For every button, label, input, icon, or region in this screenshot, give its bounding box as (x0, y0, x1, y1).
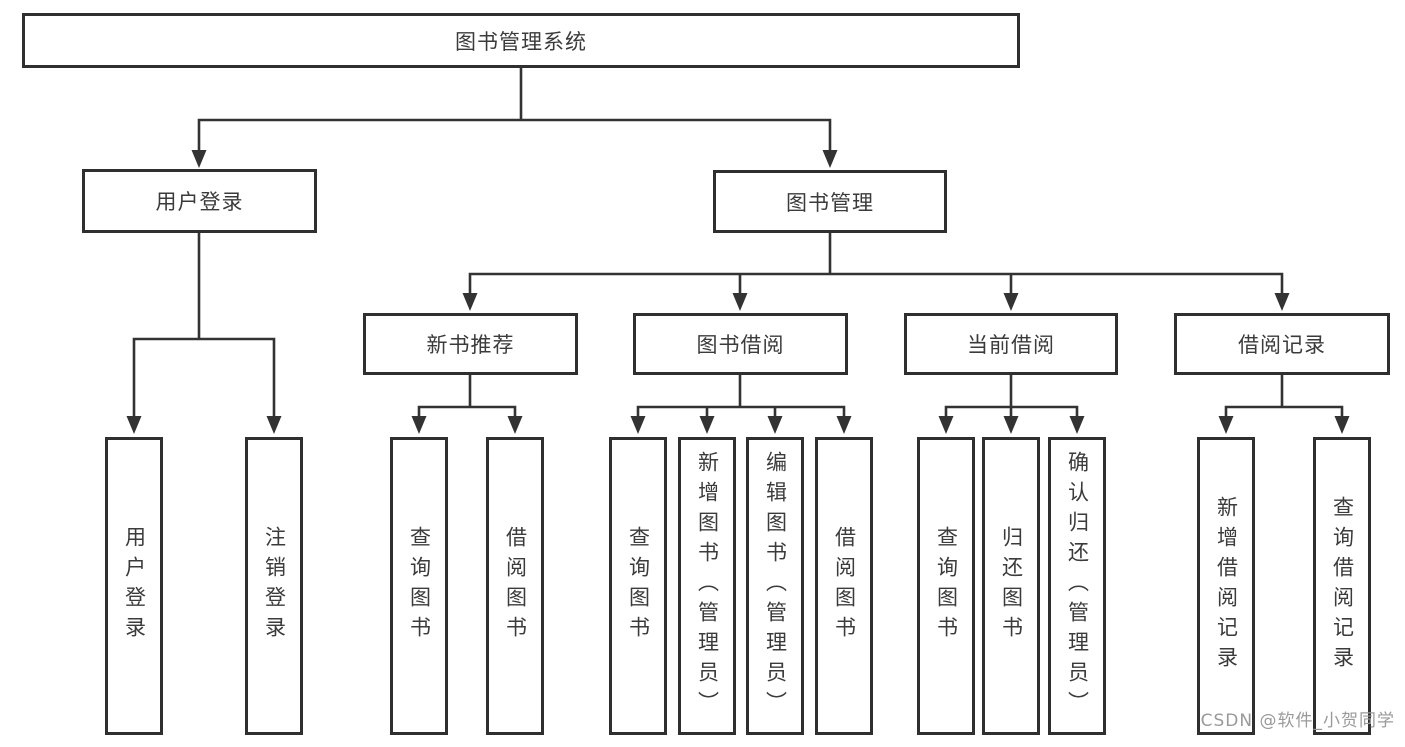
leaf-label: 查询图书 (626, 526, 651, 646)
leaf-label: 新增借阅记录 (1214, 496, 1239, 676)
node-book-management: 图书管理 (713, 170, 947, 233)
watermark: CSDN @软件_小贺同学 (1200, 711, 1395, 731)
leaf-br-add-record: 新增借阅记录 (1197, 437, 1255, 735)
leaf-user-login: 用户登录 (105, 437, 163, 735)
leaf-label: 用户登录 (122, 526, 147, 646)
leaf-label: 借阅图书 (503, 526, 528, 646)
leaf-cb-confirm-return: 确认归还（管理员） (1048, 437, 1106, 735)
leaf-bb-add-book: 新增图书（管理员） (678, 437, 736, 735)
leaf-label: 查询图书 (407, 526, 432, 646)
leaf-logout-login: 注销登录 (245, 437, 303, 735)
leaf-bb-edit-book: 编辑图书（管理员） (746, 437, 804, 735)
leaf-nb-borrow-book: 借阅图书 (486, 437, 544, 735)
leaf-label: 查询图书 (934, 526, 959, 646)
node-borrow-record: 借阅记录 (1174, 313, 1390, 375)
node-user-login: 用户登录 (82, 169, 317, 233)
leaf-bb-query-book: 查询图书 (609, 437, 667, 735)
leaf-label: 注销登录 (262, 526, 287, 646)
connector-path (132, 66, 1344, 420)
leaf-cb-query-book: 查询图书 (917, 437, 975, 735)
node-root: 图书管理系统 (22, 13, 1020, 68)
node-new-book-recommend: 新书推荐 (363, 313, 578, 375)
leaf-label: 确认归还（管理员） (1065, 451, 1090, 721)
leaf-label: 查询借阅记录 (1330, 496, 1355, 676)
leaf-cb-return-book: 归还图书 (982, 437, 1040, 735)
node-book-borrow: 图书借阅 (633, 313, 848, 375)
leaf-br-query-record: 查询借阅记录 (1313, 437, 1371, 735)
leaf-bb-borrow-book: 借阅图书 (815, 437, 873, 735)
leaf-label: 借阅图书 (832, 526, 857, 646)
node-current-borrow: 当前借阅 (904, 313, 1118, 375)
leaf-nb-query-book: 查询图书 (390, 437, 448, 735)
leaf-label: 编辑图书（管理员） (763, 451, 788, 721)
leaf-label: 新增图书（管理员） (695, 451, 720, 721)
leaf-label: 归还图书 (999, 526, 1024, 646)
